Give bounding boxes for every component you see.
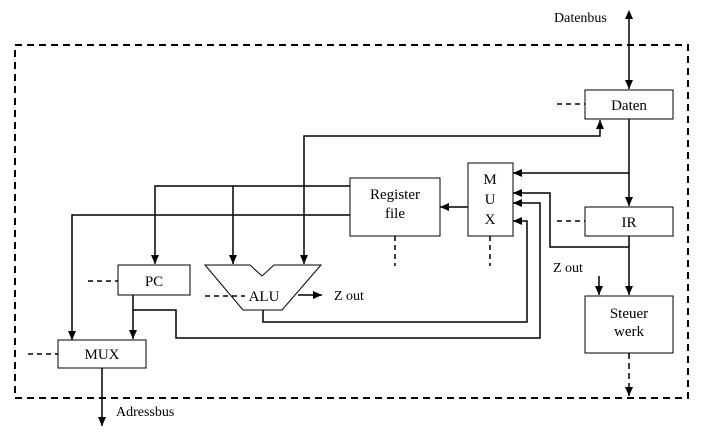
register-to-daten-line [303,120,604,186]
alu-to-mux-line [262,217,528,323]
alu-block [203,264,323,311]
pc-to-mux-right-line [133,199,541,339]
register-bus-b-line [68,214,350,340]
ir-to-mux-line [513,189,629,248]
daten-label: Daten [611,98,647,114]
mux-right-letter-x: X [485,212,496,228]
alu-label: ALU [249,289,280,305]
register-bus-a-line [151,185,350,264]
steuerwerk-label-line1: Steuer [610,306,648,322]
address-bus-label: Adressbus [116,405,174,420]
register-file-label-line2: file [385,206,405,222]
mux-left-label: MUX [84,347,119,363]
alu-z-out-label: Z out [334,289,364,304]
data-bus-label: Datenbus [554,11,607,26]
steuerwerk-block [584,295,674,354]
ir-label: IR [622,215,637,231]
steuerwerk-label-line2: werk [614,324,644,340]
pc-block [117,264,191,296]
chip-boundary [14,44,689,399]
pc-label: PC [145,274,163,290]
register-file-block [349,177,441,237]
mux-right-letter-m: M [483,172,496,188]
ir-z-out-label: Z out [553,261,583,276]
mux-right-letter-u: U [485,192,496,208]
mux-left-block [57,339,147,369]
register-file-label-line1: Register [370,187,420,203]
ir-block [584,206,674,237]
